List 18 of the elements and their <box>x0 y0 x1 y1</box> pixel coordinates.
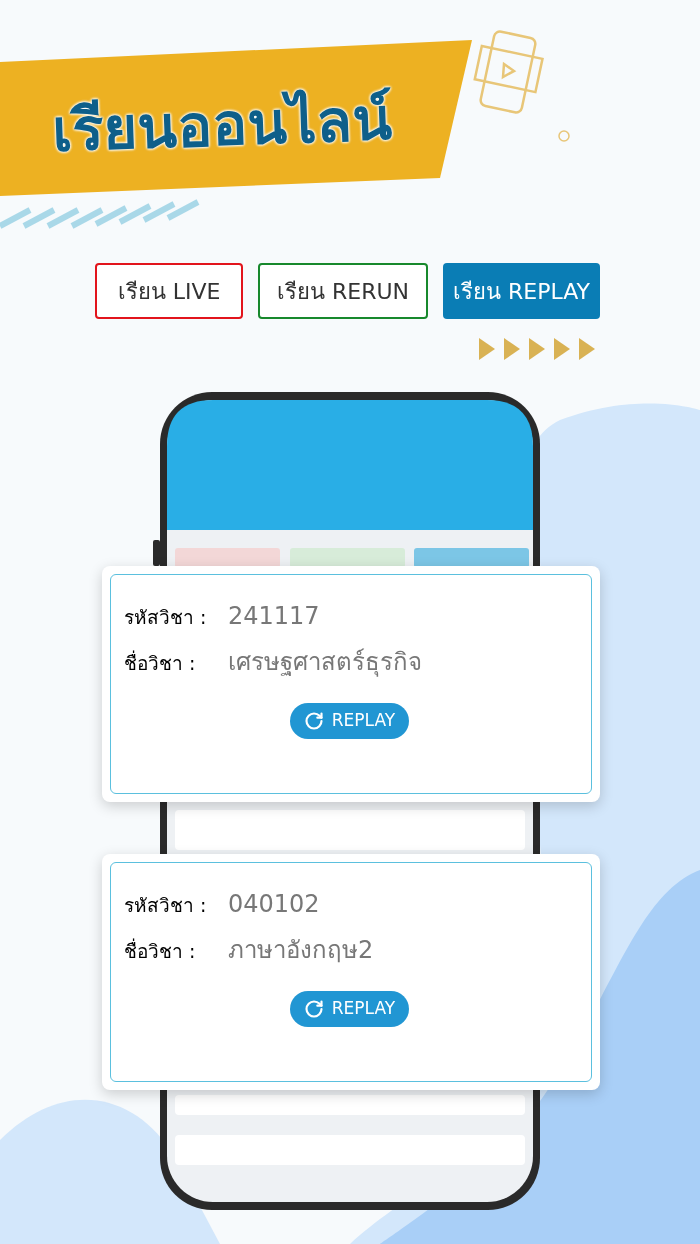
button-label: REPLAY <box>331 709 396 733</box>
field-value: 241117 <box>228 601 321 632</box>
tab-button: เรียน RERUN <box>258 263 428 319</box>
tab-button: เรียน REPLAY <box>443 263 600 319</box>
field-value: เศรษฐศาสตร์ธุรกิจ <box>228 647 422 679</box>
field-label: ชื่อวิชา : <box>124 937 197 964</box>
title: เรียนออนไลน์ <box>50 84 394 167</box>
course-card <box>102 854 600 1090</box>
field-label: ชื่อวิชา : <box>124 649 197 676</box>
replay-button <box>290 991 409 1027</box>
field-value: 040102 <box>228 889 321 920</box>
tab-button: เรียน LIVE <box>95 263 243 319</box>
replay-button <box>290 703 409 739</box>
course-card <box>102 566 600 802</box>
button-label: REPLAY <box>331 997 396 1021</box>
field-label: รหัสวิชา : <box>124 893 208 918</box>
field-value: ภาษาอังกฤษ2 <box>228 935 374 966</box>
field-label: รหัสวิชา : <box>124 605 208 630</box>
